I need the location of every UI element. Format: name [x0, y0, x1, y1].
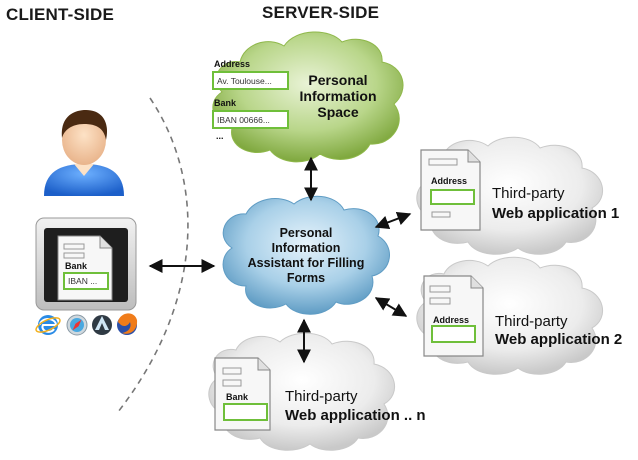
arrow-assistant-app2 — [374, 297, 408, 317]
assistant-title: Personal Information Assistant for Filli… — [222, 226, 390, 286]
pis-bank-field — [212, 110, 289, 129]
client-document-icon — [57, 235, 113, 301]
appn-line1: Third-party — [285, 388, 358, 405]
camino-icon — [92, 315, 112, 335]
client-bank-label: Bank — [65, 261, 88, 271]
app1-address-label: Address — [431, 176, 468, 186]
firefox-icon — [117, 313, 138, 335]
web-app-n-document-icon — [214, 357, 271, 431]
appn-bank-label: Bank — [226, 392, 249, 402]
app2-address-label: Address — [433, 315, 470, 325]
app2-line2: Web application 2 — [495, 331, 623, 348]
user-avatar-icon — [44, 110, 124, 196]
pis-title-line-2: Information — [299, 88, 377, 104]
pis-title: Personal Information Space — [290, 72, 386, 120]
assistant-title-line-2: Information — [271, 241, 341, 255]
pis-bank-label: Bank — [214, 98, 237, 108]
app2-line1: Third-party — [495, 313, 568, 330]
pis-address-value: Av. Toulouse... — [217, 76, 272, 86]
web-app-2-document-icon — [423, 275, 484, 357]
assistant-cloud — [222, 195, 390, 315]
assistant-title-line-4: Forms — [286, 271, 326, 285]
pis-ellipsis: ... — [216, 131, 224, 141]
app1-line1: Third-party — [492, 185, 565, 202]
assistant-title-line-1: Personal — [279, 226, 333, 240]
pis-bank-value: IBAN 00666... — [217, 115, 270, 125]
personal-information-space-cloud — [212, 31, 404, 163]
pis-address-label: Address — [214, 59, 251, 69]
appn-line2: Web application .. n — [285, 407, 426, 424]
pis-address-field — [212, 71, 289, 90]
pis-title-line-1: Personal — [308, 72, 368, 88]
client-bank-value: IBAN ... — [68, 276, 98, 286]
arrow-assistant-app1 — [374, 211, 412, 230]
internet-explorer-icon — [35, 315, 61, 335]
assistant-title-line-3: Assistant for Filling — [247, 256, 365, 270]
app1-line2: Web application 1 — [492, 205, 620, 222]
server-side-heading: SERVER-SIDE — [262, 3, 380, 22]
web-app-1-document-icon — [420, 149, 481, 231]
safari-icon — [66, 314, 88, 336]
client-side-heading: CLIENT-SIDE — [6, 5, 114, 24]
pis-title-line-3: Space — [317, 104, 359, 120]
